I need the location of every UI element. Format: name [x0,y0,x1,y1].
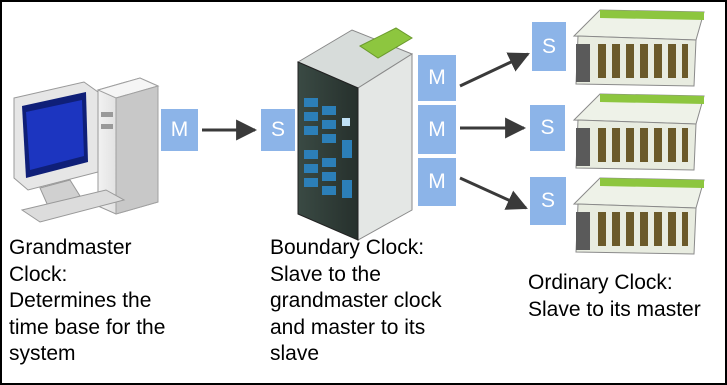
boundary-master-mid-badge: M [418,105,456,154]
boundary-master-top-badge: M [418,55,456,101]
desktop-computer-icon [13,77,160,223]
ordinary-slave-mid-badge: S [530,105,565,151]
boundary-master-bottom-badge: M [418,158,456,206]
grandmaster-master-badge: M [161,109,198,151]
ordinary-slave-bottom-badge: S [530,177,566,225]
arrow-boundary-to-ordinary-top [459,52,530,88]
boundary-slave-badge: S [261,109,295,151]
boundary-clock-label: Boundary Clock: Slave to the grandmaster… [270,236,442,365]
ordinary-slave-top-badge: S [532,22,566,71]
grandmaster-clock-label: Grandmaster Clock: Determines the time b… [9,236,166,365]
io-module-icon [572,9,705,255]
network-switch-icon [296,27,414,241]
arrow-boundary-to-ordinary-bottom [459,176,528,210]
ordinary-clock-label: Ordinary Clock: Slave to its master [528,271,701,321]
